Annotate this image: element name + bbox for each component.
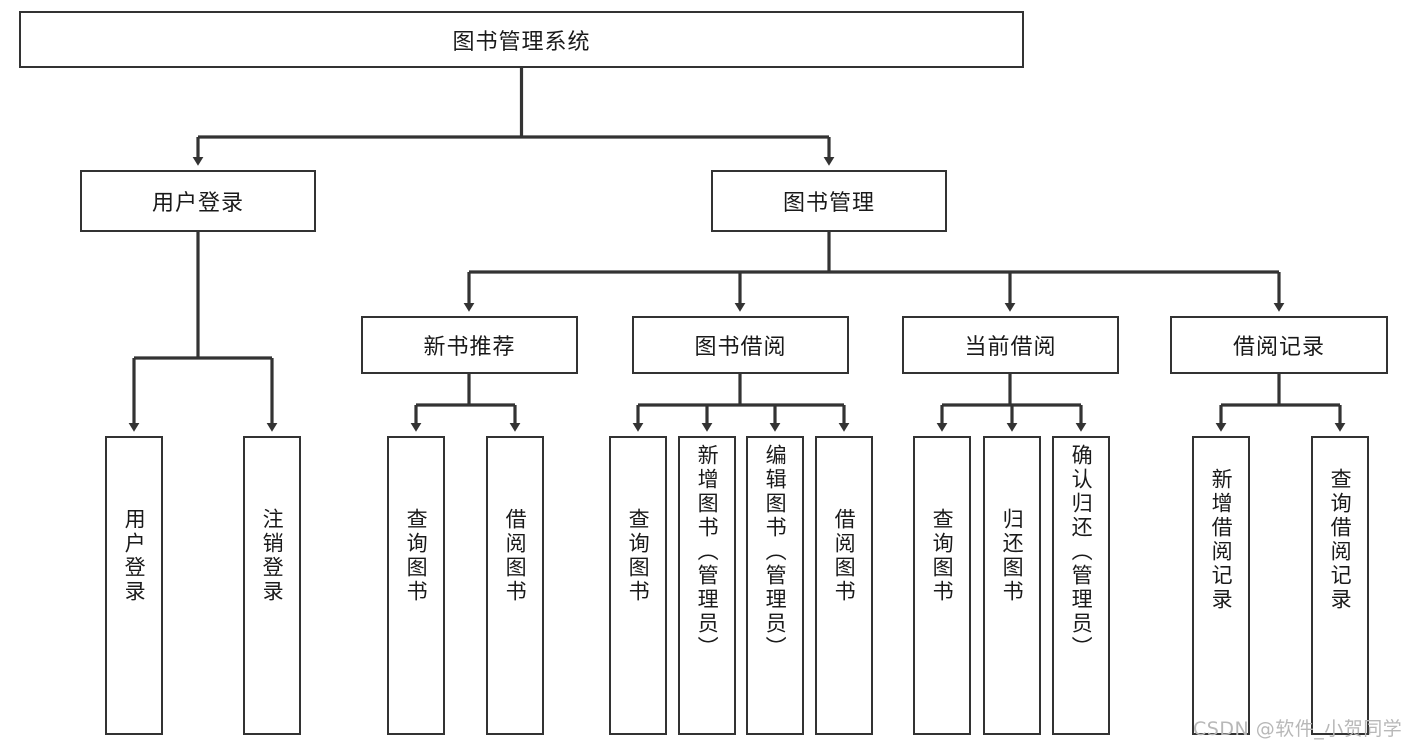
node-label: 新书推荐 (423, 335, 516, 360)
node-label: 借阅记录 (1232, 335, 1325, 360)
node-leaf-borrow-book-2[interactable]: 借阅图书 (815, 436, 873, 735)
node-leaf-edit-book[interactable]: 编辑图书（管理员） (746, 436, 804, 735)
node-label: 编辑图书（管理员） (763, 444, 788, 660)
node-leaf-query-book-3[interactable]: 查询图书 (913, 436, 971, 735)
node-label: 查询借阅记录 (1328, 468, 1353, 612)
node-label: 查询图书 (404, 508, 429, 604)
node-label: 用户登录 (122, 508, 147, 604)
csdn-watermark: CSDN @软件_小贺同学 (1193, 718, 1403, 740)
node-label: 图书借阅 (694, 335, 787, 360)
node-user-login[interactable]: 用户登录 (80, 170, 316, 232)
node-leaf-add-book[interactable]: 新增图书（管理员） (678, 436, 736, 735)
node-leaf-query-book-2[interactable]: 查询图书 (609, 436, 667, 735)
node-leaf-confirm-return[interactable]: 确认归还（管理员） (1052, 436, 1110, 735)
node-label: 注销登录 (260, 508, 285, 604)
node-leaf-query-book-1[interactable]: 查询图书 (387, 436, 445, 735)
node-leaf-user-login[interactable]: 用户登录 (105, 436, 163, 735)
node-label: 查询图书 (626, 508, 651, 604)
node-label: 新增图书（管理员） (695, 444, 720, 660)
node-label: 借阅图书 (832, 508, 857, 604)
node-label: 图书管理系统 (452, 29, 591, 55)
node-label: 归还图书 (1000, 508, 1025, 604)
node-book-management[interactable]: 图书管理 (711, 170, 947, 232)
node-label: 用户登录 (151, 191, 244, 216)
node-new-book-recommend[interactable]: 新书推荐 (361, 316, 578, 374)
node-label: 确认归还（管理员） (1069, 444, 1094, 660)
node-leaf-add-record[interactable]: 新增借阅记录 (1192, 436, 1250, 735)
node-leaf-borrow-book-1[interactable]: 借阅图书 (486, 436, 544, 735)
node-leaf-return-book[interactable]: 归还图书 (983, 436, 1041, 735)
node-leaf-query-record[interactable]: 查询借阅记录 (1311, 436, 1369, 735)
node-label: 查询图书 (930, 508, 955, 604)
node-label: 新增借阅记录 (1209, 468, 1234, 612)
node-borrow-record[interactable]: 借阅记录 (1170, 316, 1388, 374)
node-current-borrow[interactable]: 当前借阅 (902, 316, 1119, 374)
node-label: 图书管理 (782, 191, 875, 216)
node-root[interactable]: 图书管理系统 (19, 11, 1024, 68)
node-label: 当前借阅 (964, 335, 1057, 360)
node-label: 借阅图书 (503, 508, 528, 604)
node-leaf-logout[interactable]: 注销登录 (243, 436, 301, 735)
node-book-borrow[interactable]: 图书借阅 (632, 316, 849, 374)
